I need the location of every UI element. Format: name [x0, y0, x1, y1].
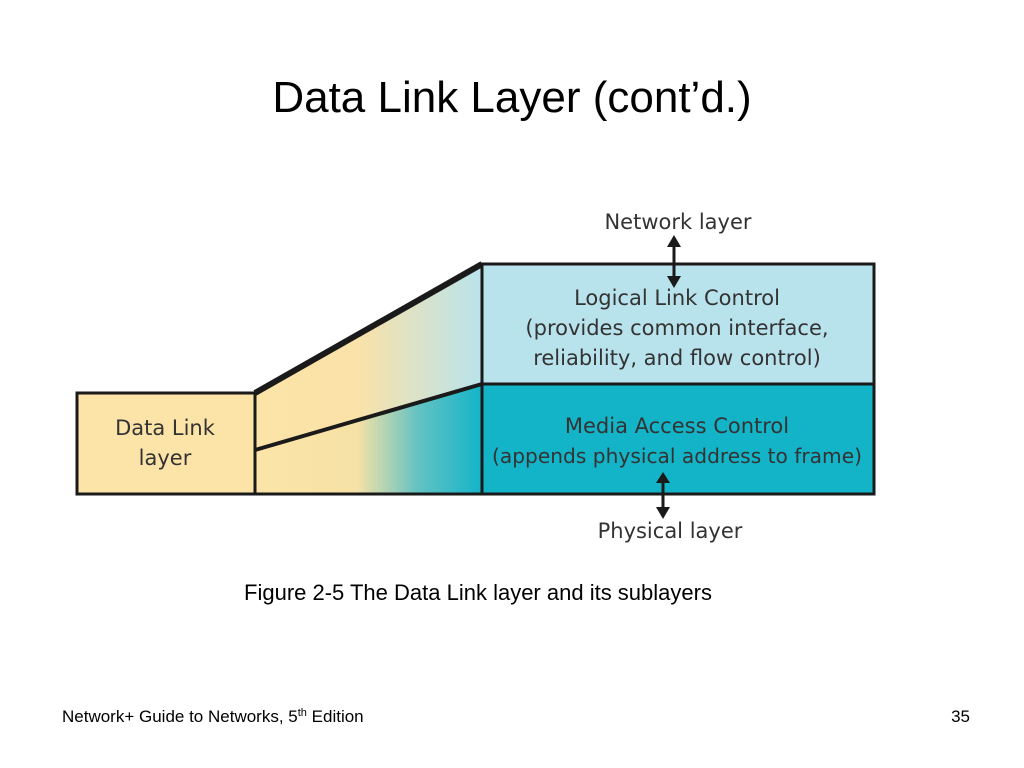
mac-label-line1: Media Access Control [565, 414, 789, 438]
footer-book-superscript: th [297, 707, 307, 719]
trapezoid-top-edge [253, 261, 484, 396]
trapezoid-upper [255, 264, 482, 450]
trapezoid-middle-edge [254, 382, 483, 452]
data-link-label-line1: Data Link [115, 416, 216, 440]
page-number: 35 [951, 707, 970, 726]
network-arrow-icon [667, 235, 681, 288]
llc-box [480, 262, 876, 386]
physical-arrow-icon [656, 472, 670, 519]
physical-layer-label: Physical layer [598, 519, 743, 543]
footer-book-prefix: Network+ Guide to Networks, 5 [62, 707, 298, 726]
slide-title: Data Link Layer (cont’d.) [272, 73, 752, 122]
mac-box [480, 382, 876, 496]
figure-caption: Figure 2-5 The Data Link layer and its s… [244, 580, 712, 605]
llc-label-line1: Logical Link Control [574, 286, 780, 310]
data-link-box [75, 391, 257, 496]
llc-label-line3: reliability, and flow control) [533, 346, 821, 370]
data-link-label-line2: layer [139, 446, 192, 470]
footer-book-suffix: Edition [306, 707, 364, 726]
mac-label-line2: (appends physical address to frame) [492, 444, 862, 468]
network-layer-label: Network layer [604, 210, 751, 234]
trapezoid-lower [255, 384, 482, 494]
llc-label-line2: (provides common interface, [525, 316, 828, 340]
footer-book-title: Network+ Guide to Networks, 5th Edition [62, 706, 364, 728]
